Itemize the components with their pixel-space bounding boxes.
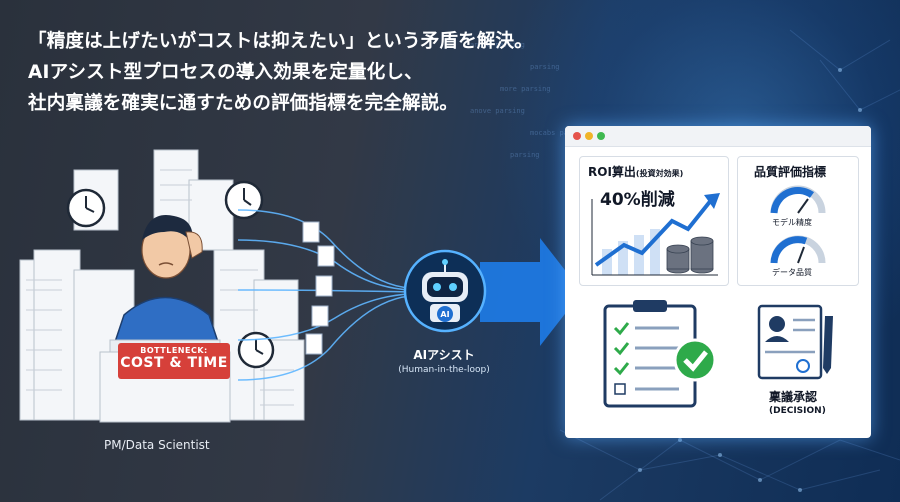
headline: 「精度は上げたいがコストは抑えたい」という矛盾を解決。 AIアシスト型プロセスの… [28,26,588,119]
code-line: parsing [530,63,560,71]
approval-document-icon [757,304,833,380]
window-titlebar [565,126,871,147]
minimize-dot-icon [585,132,593,140]
gauge-icon [770,235,826,264]
gauge-label-model-accuracy: モデル精度 [772,218,812,227]
approval-title: 稟議承認 [769,390,818,404]
gauge-icon [770,185,826,214]
dashboard-window: ROI算出(投資対効果) 40%削減 [565,126,871,438]
clipboard-checklist-icon [603,300,717,408]
quality-card-title: 品質評価指標 [754,165,827,179]
headline-line-1: 「精度は上げたいがコストは抑えたい」という矛盾を解決。 [28,31,533,52]
ai-chip-text: AI [440,310,449,319]
close-dot-icon [573,132,581,140]
roi-card: ROI算出(投資対効果) 40%削減 [579,156,729,286]
maximize-dot-icon [597,132,605,140]
ai-robot-icon: AI [403,249,487,333]
approval-subtitle: (DECISION) [769,406,826,416]
headline-line-3: 社内稟議を確実に通すための評価指標を完全解説。 [28,93,459,114]
headline-line-2: AIアシスト型プロセスの導入効果を定量化し、 [28,62,423,83]
code-line: mocabs parsing [530,129,590,137]
code-line: parsing [510,151,540,159]
quality-card: 品質評価指標 モデル精度 データ品質 [737,156,859,286]
gauge-label-data-quality: データ品質 [772,268,812,277]
code-line: anove parsing [470,41,525,49]
code-line: anove parsing [470,107,525,115]
ai-assist-title: AIアシスト [413,348,475,362]
roi-growth-chart [591,193,720,276]
code-line: more parsing [500,85,551,93]
roi-value: 40%削減 [600,190,675,210]
bottleneck-badge: BOTTLENECK: COST & TIME [118,343,230,379]
bottleneck-value: COST & TIME [120,355,228,371]
code-background-text: anove parsing parsing more parsing anove… [470,40,670,161]
ai-assist-label: AIアシスト (Human-in-the-loop) [392,346,496,375]
ai-assist-subtitle: (Human-in-the-loop) [398,365,490,375]
persona-caption: PM/Data Scientist [104,438,210,452]
bottleneck-label: BOTTLENECK: [140,346,208,355]
roi-card-title: ROI算出(投資対効果) [588,165,684,179]
